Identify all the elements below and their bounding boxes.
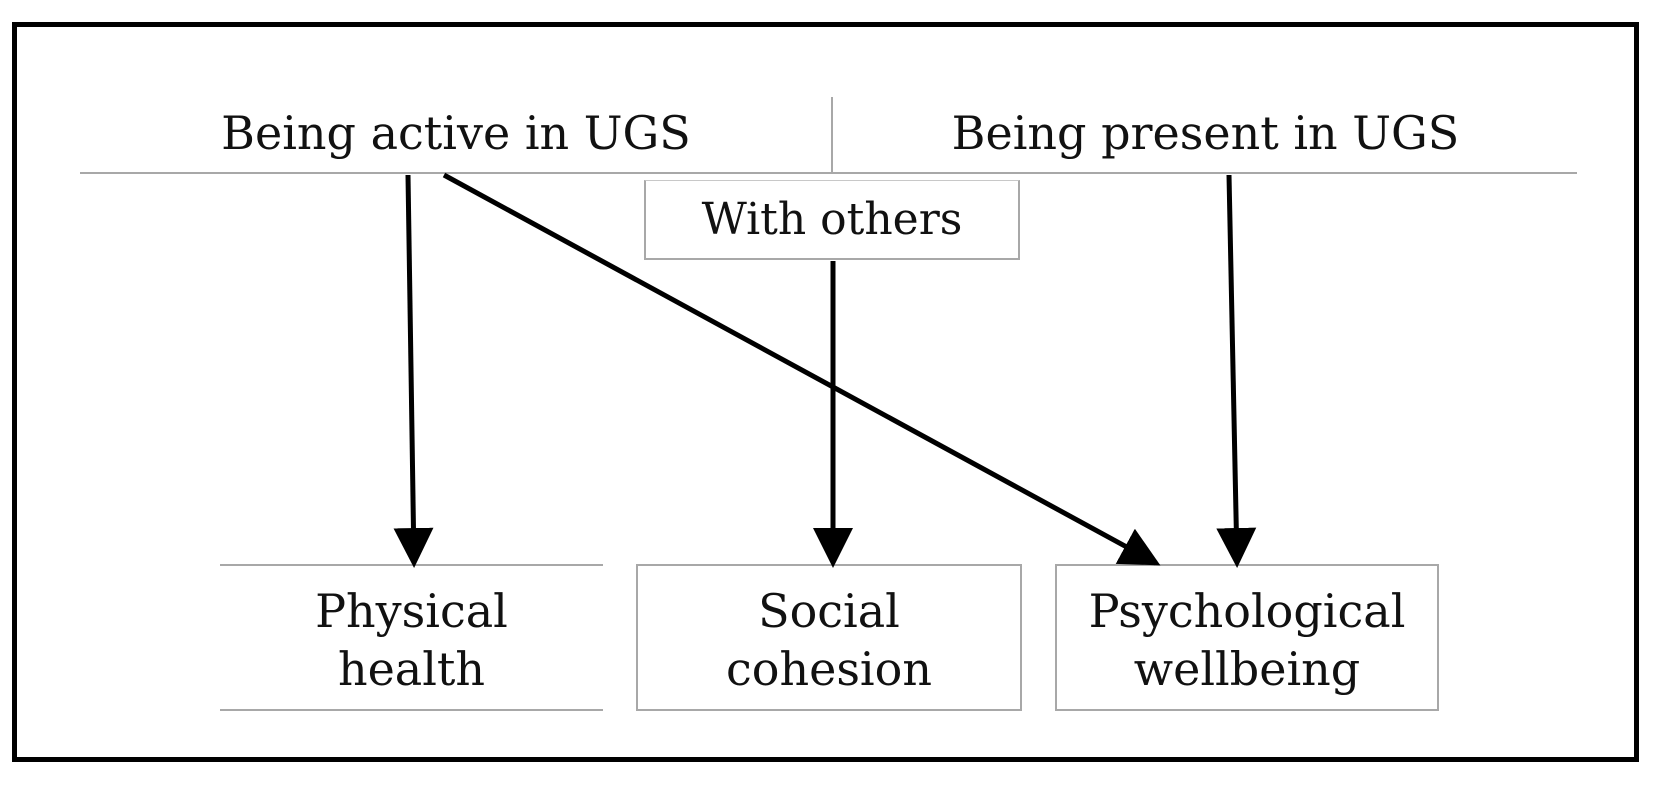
source-divider (831, 97, 833, 172)
node-being-active: Being active in UGS (80, 94, 832, 174)
node-being-present-label: Being present in UGS (951, 106, 1460, 161)
node-psychological-wellbeing: Psychological wellbeing (1055, 564, 1439, 711)
node-with-others: With others (644, 180, 1020, 260)
node-being-present: Being present in UGS (834, 94, 1577, 174)
node-physical-health: Physical health (220, 564, 603, 711)
node-social-cohesion: Social cohesion (636, 564, 1022, 711)
node-social-cohesion-label: Social cohesion (726, 584, 932, 696)
node-with-others-label: With others (701, 194, 963, 245)
node-psychological-wellbeing-label: Psychological wellbeing (1088, 584, 1406, 696)
node-physical-health-label: Physical health (315, 584, 508, 696)
node-being-active-label: Being active in UGS (221, 106, 691, 161)
